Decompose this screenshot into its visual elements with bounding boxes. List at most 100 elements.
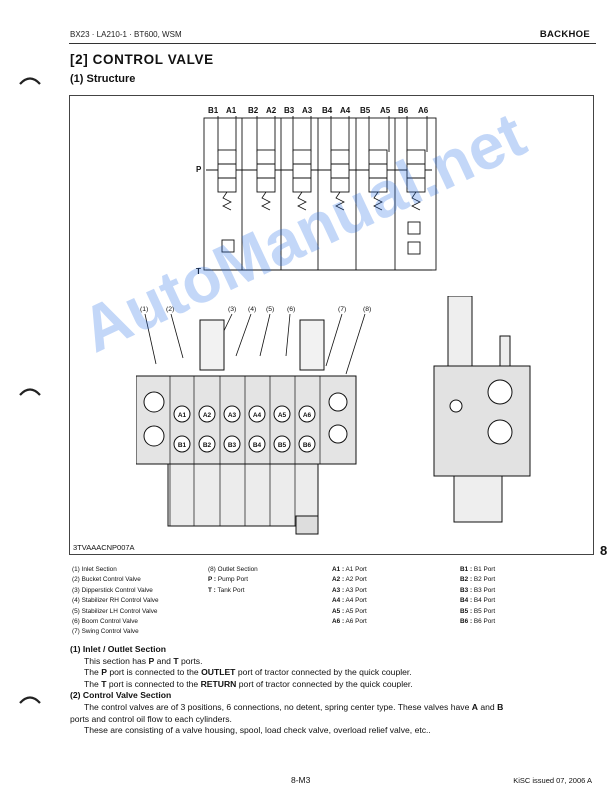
legend-col-sections: (1) Inlet Section (2) Bucket Control Val…	[72, 565, 159, 638]
callout-label: (5)	[266, 306, 275, 313]
binder-hole-mark	[19, 388, 41, 396]
legend-item: P : Pump Port	[208, 575, 258, 585]
legend-key: B1 :	[460, 566, 473, 573]
legend-item: B4 : B4 Port	[460, 596, 495, 606]
callout-label: (1)	[140, 306, 149, 313]
body-port-b: B4	[253, 442, 262, 449]
legend-value: A3 Port	[345, 586, 367, 594]
legend-value: B4 Port	[473, 597, 496, 605]
legend-value: B3 Port	[473, 586, 496, 594]
legend-col-a-ports: A1 : A1 Port A2 : A2 Port A3 : A3 Port A…	[332, 565, 367, 627]
callout-row: (1) (2) (3) (4) (5) (6) (7) (8)	[140, 306, 410, 318]
legend-item: (1) Inlet Section	[72, 566, 117, 573]
port-label-top: A2	[266, 106, 277, 115]
port-label-top: B2	[248, 106, 259, 115]
legend-value: A6 Port	[345, 618, 367, 626]
legend-value: A5 Port	[345, 607, 367, 615]
legend-item: B1 : B1 Port	[460, 565, 495, 575]
subsection-title: (1) Structure	[70, 73, 136, 85]
legend-key: T :	[208, 586, 216, 594]
legend-key: A4 :	[332, 597, 345, 605]
body-line: The T port is connected to the RETURN po…	[84, 678, 413, 689]
port-label-top: A1	[226, 106, 237, 115]
binder-hole-mark	[19, 77, 41, 85]
legend-key: B4 :	[460, 597, 473, 605]
legend-value: B1 Port	[473, 566, 496, 573]
schematic-t-label: T	[196, 267, 201, 276]
body-line: This section has P and T ports.	[84, 655, 203, 666]
legend-item: A2 : A2 Port	[332, 575, 367, 585]
issue-info: KiSC issued 07, 2006 A	[513, 776, 592, 785]
callout-label: (6)	[287, 306, 296, 313]
body-line: ports and control oil flow to each cylin…	[70, 713, 232, 724]
legend-key: (8)	[208, 566, 216, 573]
body-port-b: B2	[203, 442, 212, 449]
legend-value: B2 Port	[473, 576, 496, 584]
legend-item: A1 : A1 Port	[332, 565, 367, 575]
header-rule	[69, 43, 596, 44]
body-port-b: B3	[228, 442, 237, 449]
legend-item: (4) Stabilizer RH Control Valve	[72, 597, 159, 605]
legend-value: B5 Port	[473, 607, 496, 615]
port-label-top: B3	[284, 106, 295, 115]
port-label-top: B5	[360, 106, 371, 115]
port-label-top: B1	[208, 106, 219, 115]
legend-key: A1 :	[332, 566, 345, 573]
body-port-a: A6	[303, 412, 312, 419]
legend-item: A3 : A3 Port	[332, 586, 367, 596]
body-port-b: B1	[178, 442, 187, 449]
callout-label: (2)	[166, 306, 175, 313]
legend-key: P :	[208, 576, 217, 584]
legend-item: B5 : B5 Port	[460, 607, 495, 617]
body-line: These are consisting of a valve housing,…	[84, 725, 431, 736]
body-port-a: A2	[203, 412, 212, 419]
legend-item: (7) Swing Control Valve	[72, 628, 139, 636]
header-manual-id: BX23 · LA210-1 · BT600, WSM	[70, 30, 182, 39]
port-label-top: A3	[302, 106, 313, 115]
hydraulic-schematic: B1 A1 B2 A2 B3 A3 B4 A4 B5 A5 B6 A6 P T	[196, 106, 437, 276]
port-label-top: B6	[398, 106, 409, 115]
legend-value: Tank Port	[217, 586, 245, 594]
header-section-name: BACKHOE	[539, 29, 590, 40]
legend-item: T : Tank Port	[208, 586, 258, 596]
body-section-heading: (2) Control Valve Section	[70, 690, 172, 701]
port-label-top: A4	[340, 106, 351, 115]
legend-item: B6 : B6 Port	[460, 617, 495, 627]
legend-value: A2 Port	[345, 576, 367, 584]
legend-item: (6) Boom Control Valve	[72, 618, 138, 626]
legend-col-ports-pt: (8) Outlet Section P : Pump Port T : Tan…	[208, 565, 258, 596]
legend-key: A3 :	[332, 586, 345, 594]
legend-item: B3 : B3 Port	[460, 586, 495, 596]
section-tab-number: 8	[600, 543, 608, 558]
legend-col-b-ports: B1 : B1 Port B2 : B2 Port B3 : B3 Port B…	[460, 565, 495, 627]
callout-label: (7)	[338, 306, 347, 313]
legend-item: A5 : A5 Port	[332, 607, 367, 617]
body-port-a: A3	[228, 412, 237, 419]
port-label-top: A6	[418, 106, 429, 115]
legend-value: B6 Port	[473, 618, 496, 626]
section-title: [2] CONTROL VALVE	[70, 52, 214, 67]
body-text: (1) Inlet / Outlet Section This section …	[70, 644, 596, 737]
legend-key: B6 :	[460, 618, 473, 626]
legend-item: (8) Outlet Section	[208, 565, 258, 575]
legend-item: (3) Dipperstick Control Valve	[72, 586, 153, 594]
callout-label: (3)	[228, 306, 237, 313]
valve-body-front-view: A1 A2 A3 A4 A5 A6 B1 B2 B3 B4 B5 B6	[136, 313, 366, 535]
legend-key: A6 :	[332, 618, 345, 626]
body-section-heading: (1) Inlet / Outlet Section	[70, 644, 166, 654]
valve-body-side-view	[433, 296, 531, 523]
body-port-a: A4	[253, 412, 262, 419]
legend-key: B5 :	[460, 607, 473, 615]
legend-value: Outlet Section	[217, 566, 258, 573]
callout-label: (8)	[363, 306, 372, 313]
figure-id: 3TVAAACNP007A	[73, 543, 135, 552]
legend-key: A5 :	[332, 607, 345, 615]
callout-label: (4)	[248, 306, 257, 313]
body-port-a: A1	[178, 412, 187, 419]
legend-value: A4 Port	[345, 597, 367, 605]
port-label-top: A5	[380, 106, 391, 115]
schematic-p-label: P	[196, 165, 202, 174]
legend-item: (2) Bucket Control Valve	[72, 576, 141, 584]
legend-item: (5) Stabilizer LH Control Valve	[72, 607, 158, 615]
binder-hole-mark	[19, 696, 41, 704]
